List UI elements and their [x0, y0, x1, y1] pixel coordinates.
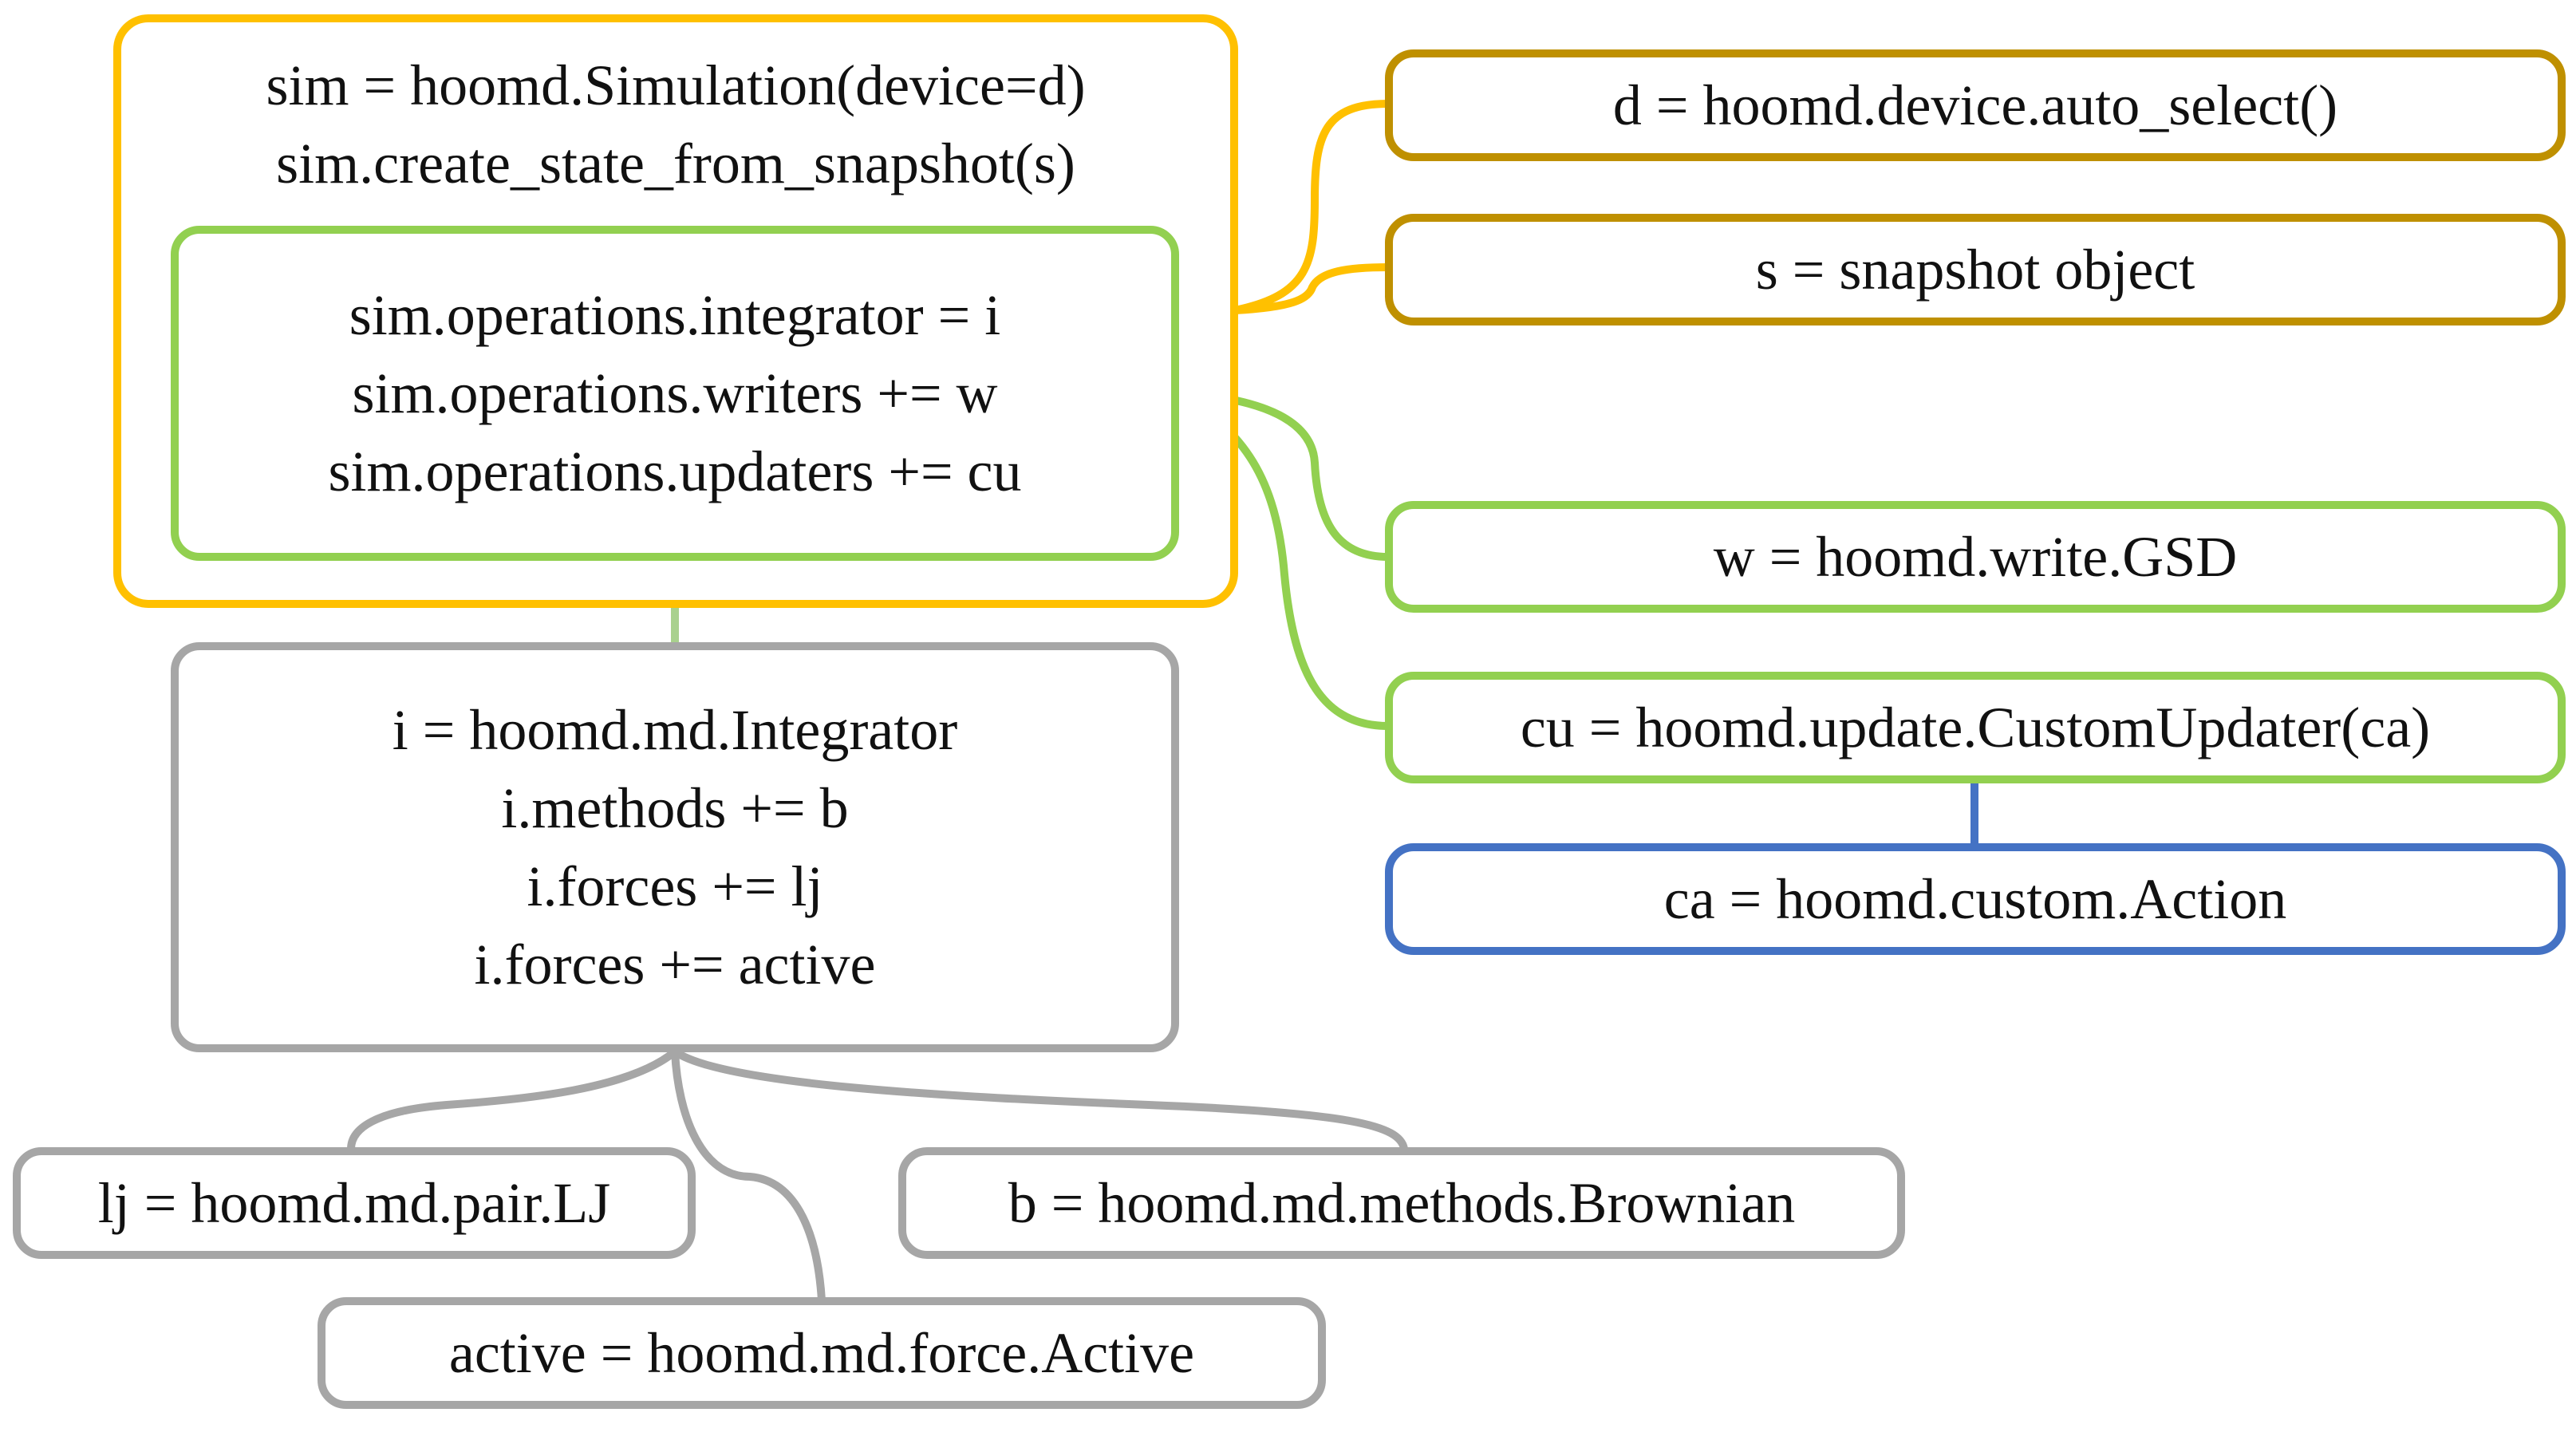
updater-box: cu = hoomd.update.CustomUpdater(ca) — [1385, 672, 2566, 783]
simulation-line: sim.create_state_from_snapshot(s) — [276, 132, 1075, 195]
simulation-line: sim = hoomd.Simulation(device=d) — [266, 53, 1086, 117]
connector-integrator-active — [671, 1051, 826, 1301]
action-box: ca = hoomd.custom.Action — [1385, 843, 2566, 955]
brownian-label: b = hoomd.md.methods.Brownian — [1008, 1171, 1796, 1235]
operations-line: sim.operations.updaters += cu — [328, 440, 1022, 503]
connector-operations-writer — [1176, 389, 1389, 561]
device-box: d = hoomd.device.auto_select() — [1385, 49, 2566, 161]
connector-simulation-device — [1233, 100, 1389, 314]
active-box: active = hoomd.md.force.Active — [318, 1297, 1326, 1409]
connector-integrator-lj — [347, 1048, 678, 1150]
writer-box: w = hoomd.write.GSD — [1385, 501, 2566, 613]
snapshot-label: s = snapshot object — [1755, 238, 2195, 302]
action-label: ca = hoomd.custom.Action — [1663, 867, 2287, 931]
operations-line: sim.operations.integrator = i — [349, 283, 1001, 347]
integrator-line: i.methods += b — [501, 776, 849, 840]
operations-line: sim.operations.writers += w — [352, 361, 998, 425]
lj-label: lj = hoomd.md.pair.LJ — [97, 1171, 611, 1235]
operations-box: sim.operations.integrator = i sim.operat… — [171, 226, 1179, 561]
brownian-box: b = hoomd.md.methods.Brownian — [898, 1147, 1905, 1259]
writer-label: w = hoomd.write.GSD — [1713, 525, 2238, 589]
integrator-line: i = hoomd.md.Integrator — [392, 698, 958, 762]
integrator-line: i.forces += lj — [527, 854, 823, 918]
snapshot-box: s = snapshot object — [1385, 214, 2566, 325]
connector-simulation-snapshot — [1234, 263, 1389, 314]
device-label: d = hoomd.device.auto_select() — [1612, 73, 2338, 137]
active-label: active = hoomd.md.force.Active — [448, 1321, 1195, 1385]
integrator-box: i = hoomd.md.Integrator i.methods += b i… — [171, 642, 1179, 1052]
lj-box: lj = hoomd.md.pair.LJ — [13, 1147, 696, 1259]
connector-integrator-brownian — [673, 1047, 1408, 1150]
integrator-line: i.forces += active — [474, 933, 876, 996]
updater-label: cu = hoomd.update.CustomUpdater(ca) — [1520, 696, 2431, 759]
